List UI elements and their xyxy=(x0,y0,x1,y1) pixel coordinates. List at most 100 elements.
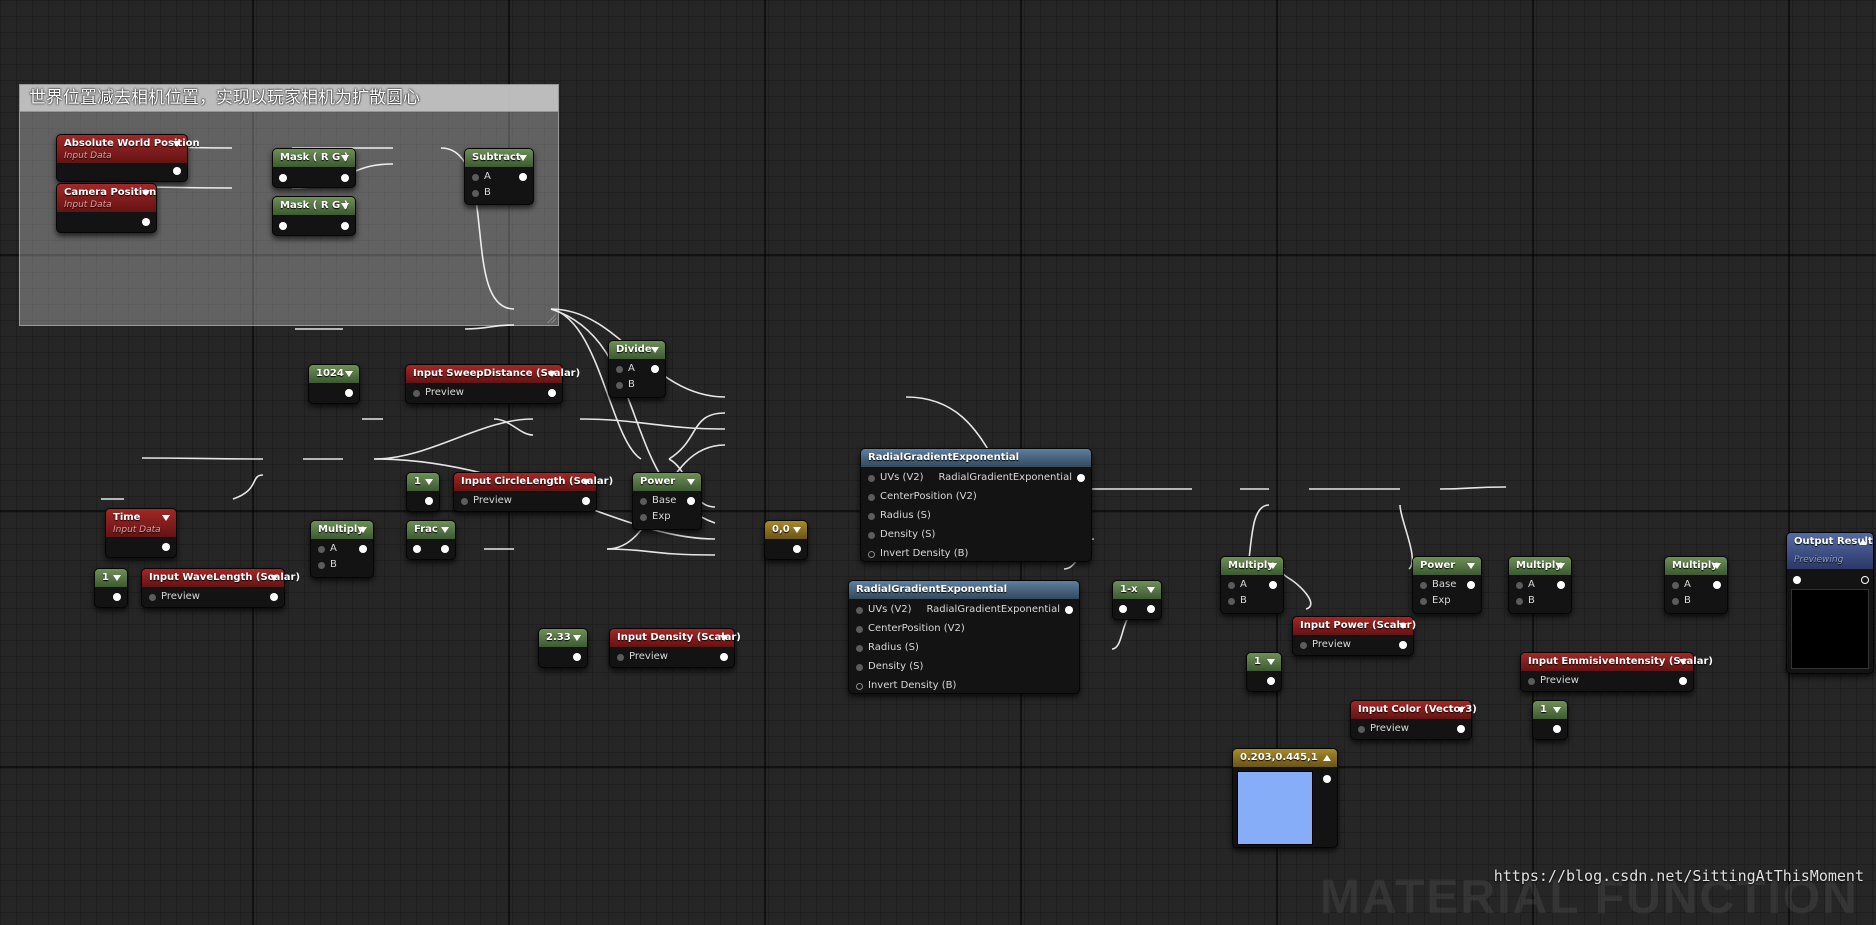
output-pin-icon[interactable] xyxy=(582,497,590,505)
input-pin-icon[interactable] xyxy=(868,475,875,482)
node-absolute-world-position[interactable]: Absolute World Position Input Data xyxy=(56,134,200,182)
node-mask-rg-1[interactable]: Mask ( R G ) xyxy=(272,148,356,188)
node-camera-position[interactable]: Camera Position Input Data xyxy=(56,183,157,233)
input-pin-icon[interactable] xyxy=(1672,598,1679,605)
node-const-1-emissive[interactable]: 1 xyxy=(1532,700,1568,740)
input-pin-icon[interactable] xyxy=(413,390,420,397)
chevron-down-icon[interactable] xyxy=(345,371,353,377)
input-pin-icon[interactable] xyxy=(868,494,875,501)
node-divide[interactable]: Divide A B xyxy=(608,340,666,398)
chevron-down-icon[interactable] xyxy=(1269,563,1277,569)
output-pin-icon[interactable] xyxy=(1267,677,1275,685)
input-pin-icon[interactable] xyxy=(472,190,479,197)
input-pin-icon[interactable] xyxy=(640,514,647,521)
node-output-result[interactable]: Output Result Previewing xyxy=(1786,532,1874,674)
node-const-00[interactable]: 0,0 xyxy=(764,520,808,560)
input-pin-icon[interactable] xyxy=(616,382,623,389)
input-pin-icon[interactable] xyxy=(1528,678,1535,685)
node-multiply-3[interactable]: Multiply A B xyxy=(1508,556,1572,614)
output-pin-icon[interactable] xyxy=(1467,581,1475,589)
output-pin-icon[interactable] xyxy=(341,174,349,182)
chevron-down-icon[interactable] xyxy=(1147,587,1155,593)
node-power-1[interactable]: Power Base Exp xyxy=(632,472,702,530)
node-const-1-circle[interactable]: 1 xyxy=(406,472,440,512)
node-multiply-4[interactable]: Multiply A B xyxy=(1664,556,1728,614)
output-pin-icon[interactable] xyxy=(1553,725,1561,733)
chevron-down-icon[interactable] xyxy=(1467,563,1475,569)
input-pin-icon[interactable] xyxy=(856,645,863,652)
chevron-down-icon[interactable] xyxy=(162,515,170,521)
output-pin-icon[interactable] xyxy=(1269,581,1277,589)
chevron-down-icon[interactable] xyxy=(142,190,150,196)
output-pin-icon[interactable] xyxy=(173,167,181,175)
node-subtract[interactable]: Subtract A B xyxy=(464,148,534,205)
chevron-down-icon[interactable] xyxy=(793,527,801,533)
output-pin-icon[interactable] xyxy=(441,545,449,553)
chevron-down-icon[interactable] xyxy=(519,155,527,161)
node-mask-rg-2[interactable]: Mask ( R G ) xyxy=(272,196,356,236)
output-pin-icon[interactable] xyxy=(1861,576,1869,584)
node-multiply-1[interactable]: Multiply A B xyxy=(310,520,374,578)
chevron-up-icon[interactable] xyxy=(1859,539,1867,545)
input-pin-icon[interactable] xyxy=(868,532,875,539)
color-swatch[interactable] xyxy=(1237,771,1313,845)
node-const-1-wave[interactable]: 1 xyxy=(94,568,128,608)
output-pin-icon[interactable] xyxy=(1323,775,1331,783)
chevron-down-icon[interactable] xyxy=(341,155,349,161)
node-frac[interactable]: Frac xyxy=(406,520,456,560)
comment-title[interactable]: 世界位置减去相机位置，实现以玩家相机为扩散圆心 xyxy=(20,85,558,112)
output-pin-icon[interactable] xyxy=(1557,581,1565,589)
node-one-minus-x[interactable]: 1-x xyxy=(1112,580,1162,620)
output-pin-icon[interactable] xyxy=(142,218,150,226)
input-pin-icon[interactable] xyxy=(856,664,863,671)
chevron-down-icon[interactable] xyxy=(270,575,278,581)
output-pin-icon[interactable] xyxy=(651,365,659,373)
node-time[interactable]: Time Input Data xyxy=(105,508,177,558)
input-pin-icon[interactable] xyxy=(318,562,325,569)
node-const-1024[interactable]: 1024 xyxy=(308,364,360,404)
input-pin-icon[interactable] xyxy=(1300,642,1307,649)
chevron-down-icon[interactable] xyxy=(582,479,590,485)
input-pin-icon[interactable] xyxy=(1420,598,1427,605)
input-pin-icon[interactable] xyxy=(868,513,875,520)
node-input-wave-length[interactable]: Input WaveLength (Scalar) Preview xyxy=(141,568,300,608)
output-pin-icon[interactable] xyxy=(687,497,695,505)
node-input-color[interactable]: Input Color (Vector3) Preview xyxy=(1350,700,1477,740)
resize-grip-icon[interactable] xyxy=(546,313,556,323)
node-radial-gradient-1[interactable]: RadialGradientExponential UVs (V2) Radia… xyxy=(860,448,1092,562)
chevron-down-icon[interactable] xyxy=(441,527,449,533)
chevron-down-icon[interactable] xyxy=(359,527,367,533)
node-input-power[interactable]: Input Power (Scalar) Preview xyxy=(1292,616,1416,656)
node-input-sweep-distance[interactable]: Input SweepDistance (Scalar) Preview xyxy=(405,364,580,404)
output-pin-icon[interactable] xyxy=(341,222,349,230)
output-pin-icon[interactable] xyxy=(345,389,353,397)
output-pin-icon[interactable] xyxy=(1713,581,1721,589)
node-radial-gradient-2[interactable]: RadialGradientExponential UVs (V2) Radia… xyxy=(848,580,1080,694)
input-pin-icon[interactable] xyxy=(856,626,863,633)
output-pin-icon[interactable] xyxy=(720,653,728,661)
chevron-down-icon[interactable] xyxy=(720,635,728,641)
input-pin-icon[interactable] xyxy=(1228,582,1235,589)
input-pin-icon[interactable] xyxy=(640,498,647,505)
chevron-down-icon[interactable] xyxy=(1399,623,1407,629)
chevron-down-icon[interactable] xyxy=(1713,563,1721,569)
chevron-down-icon[interactable] xyxy=(1553,707,1561,713)
chevron-down-icon[interactable] xyxy=(1679,659,1687,665)
input-pin-icon[interactable] xyxy=(472,174,479,181)
output-pin-icon[interactable] xyxy=(1679,677,1687,685)
node-input-emissive-intensity[interactable]: Input EmmisiveIntensity (Scalar) Preview xyxy=(1520,652,1713,692)
node-power-2[interactable]: Power Base Exp xyxy=(1412,556,1482,614)
input-pin-icon[interactable] xyxy=(149,594,156,601)
input-pin-icon[interactable] xyxy=(279,174,287,182)
node-input-circle-length[interactable]: Input CircleLength (Scalar) Preview xyxy=(453,472,613,512)
input-pin-icon[interactable] xyxy=(318,546,325,553)
input-pin-icon[interactable] xyxy=(1672,582,1679,589)
output-pin-icon[interactable] xyxy=(1399,641,1407,649)
node-color-constant[interactable]: 0.203,0.445,1 xyxy=(1232,748,1338,848)
chevron-down-icon[interactable] xyxy=(425,479,433,485)
input-pin-icon[interactable] xyxy=(1119,605,1127,613)
input-pin-icon[interactable] xyxy=(617,654,624,661)
output-pin-icon[interactable] xyxy=(1065,606,1073,614)
node-input-density[interactable]: Input Density (Scalar) Preview xyxy=(609,628,741,668)
